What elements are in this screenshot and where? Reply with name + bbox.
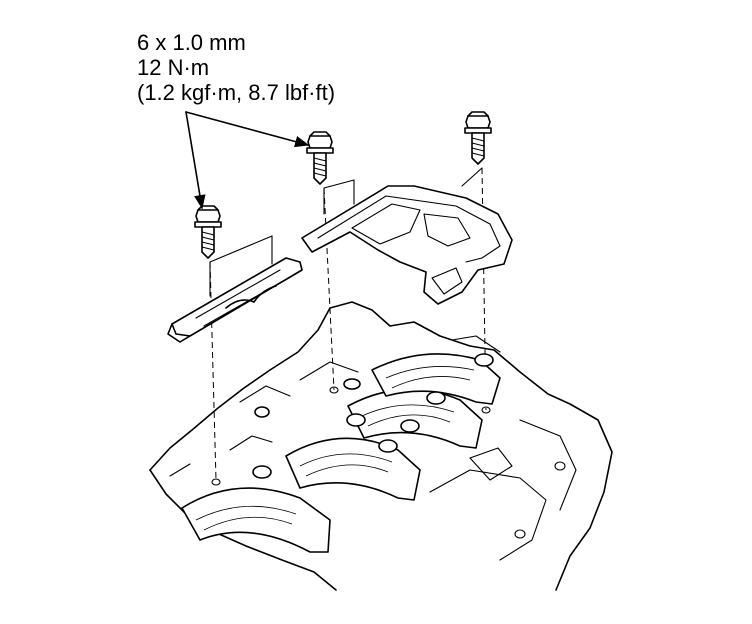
main-bearing-cap-2 — [285, 437, 421, 501]
main-bearing-cap-3 — [347, 388, 483, 449]
torque-metric-label: 12 N·m — [137, 55, 210, 80]
leader-arrow-center-bolt — [185, 111, 310, 148]
leader-arrows — [185, 111, 310, 210]
torque-alt-label: (1.2 kgf·m, 8.7 lbf·ft) — [137, 80, 336, 105]
bolt-center — [306, 131, 334, 185]
bolt-size-label: 6 x 1.0 mm — [137, 30, 246, 55]
engine-block — [149, 301, 613, 591]
left-baffle-plate — [167, 235, 303, 343]
leader-arrow-left-bolt — [185, 111, 206, 210]
main-bearing-cap-1 — [181, 487, 331, 553]
windage-cover — [301, 167, 513, 305]
main-bearing-cap-4 — [371, 353, 501, 405]
cap-bolt-bosses — [252, 353, 494, 479]
bolt-right — [464, 111, 492, 165]
bolt-left — [194, 205, 222, 259]
